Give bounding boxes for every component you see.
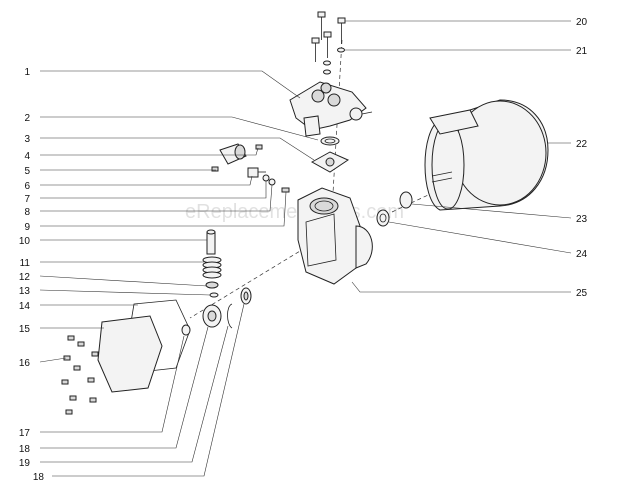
washers-21 xyxy=(323,47,345,75)
screw-5 xyxy=(211,166,219,172)
callout-21: 21 xyxy=(576,46,588,57)
bushing-18b xyxy=(240,287,252,305)
callout-20: 20 xyxy=(576,17,588,28)
callout-24: 24 xyxy=(576,249,588,260)
callout-2: 2 xyxy=(24,113,30,124)
callout-18a: 18 xyxy=(19,444,31,455)
callout-8: 8 xyxy=(24,207,30,218)
spring-11 xyxy=(202,256,222,279)
callout-11: 11 xyxy=(20,258,31,269)
callout-9: 9 xyxy=(24,222,30,233)
callout-23: 23 xyxy=(576,214,588,225)
plug-9 xyxy=(281,187,290,193)
callout-5: 5 xyxy=(24,166,30,177)
callout-labels: 1 2 3 4 5 6 7 8 9 10 11 12 13 14 15 16 1… xyxy=(19,17,588,483)
callout-6: 6 xyxy=(24,181,30,192)
ring-17 xyxy=(181,324,191,336)
callout-3: 3 xyxy=(24,134,30,145)
pump-housing-25 xyxy=(297,187,373,285)
seat-12 xyxy=(205,281,219,289)
cover-plate-15 xyxy=(97,315,163,393)
callout-12: 12 xyxy=(19,272,31,283)
watermark: eReplacementParts.com xyxy=(185,201,404,223)
bearing-18 xyxy=(202,304,222,328)
callout-1: 1 xyxy=(24,67,30,78)
washer-23 xyxy=(399,191,413,209)
callout-14: 14 xyxy=(19,301,31,312)
fitting-6 xyxy=(247,167,266,178)
screws-16 xyxy=(61,335,99,415)
leader-lines xyxy=(39,20,572,477)
cap-4 xyxy=(219,143,247,165)
ring-8 xyxy=(268,178,276,186)
o-ring-2 xyxy=(320,136,340,146)
shaft-10 xyxy=(206,229,216,255)
callout-10: 10 xyxy=(19,236,31,247)
callout-15: 15 xyxy=(19,324,31,335)
callout-7: 7 xyxy=(24,194,30,205)
callout-13: 13 xyxy=(19,286,31,297)
seal-24 xyxy=(376,209,390,227)
ring-13 xyxy=(209,292,219,298)
pump-head-1 xyxy=(289,81,373,137)
snap-ring-19 xyxy=(227,303,233,329)
callout-16: 16 xyxy=(19,358,31,369)
flange-plate-3 xyxy=(310,151,350,173)
callout-22: 22 xyxy=(576,139,588,150)
ring-7 xyxy=(262,174,270,182)
motor-22 xyxy=(424,99,549,211)
screw-4 xyxy=(255,144,263,150)
callout-19: 19 xyxy=(19,458,31,469)
callout-17: 17 xyxy=(19,428,31,439)
bolts-20 xyxy=(311,11,346,62)
callout-18b: 18 xyxy=(33,472,45,483)
callout-4: 4 xyxy=(24,151,30,162)
callout-25: 25 xyxy=(576,288,588,299)
